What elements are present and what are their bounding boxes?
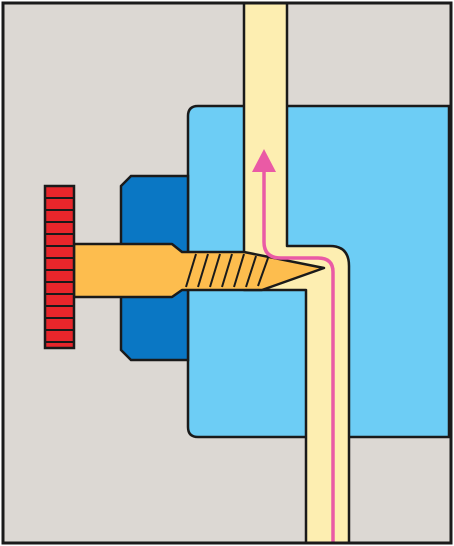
needle-screw bbox=[72, 242, 326, 299]
knurled-knob bbox=[43, 184, 76, 350]
flow-arrow-head bbox=[252, 149, 276, 172]
flow-arrow-line bbox=[262, 170, 335, 543]
needle-threads bbox=[185, 253, 269, 288]
knob-ribs bbox=[45, 197, 74, 343]
